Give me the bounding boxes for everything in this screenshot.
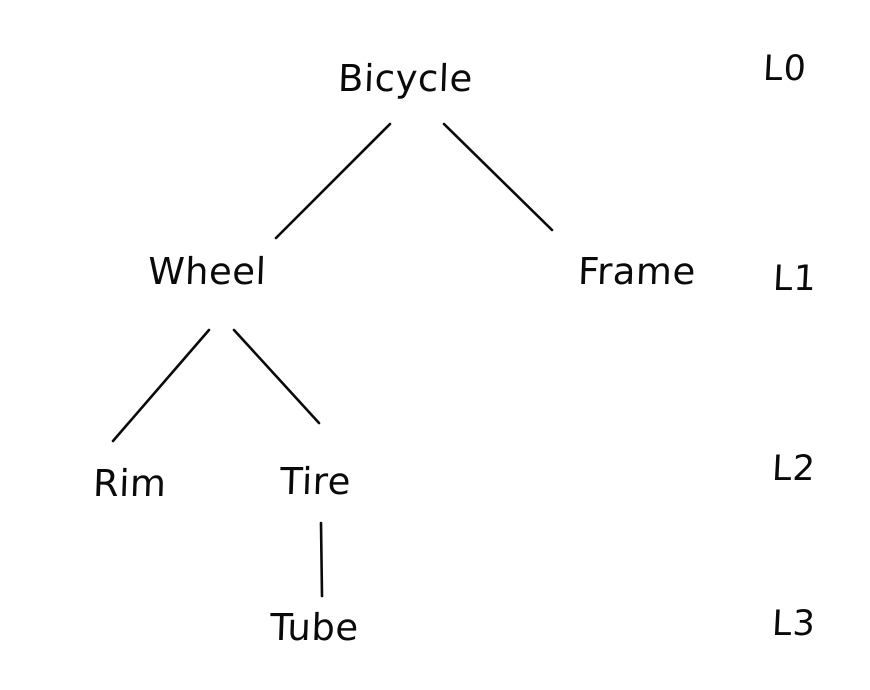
node-rim[interactable]: Rim (92, 462, 168, 505)
node-frame[interactable]: Frame (577, 250, 697, 293)
node-wheel[interactable]: Wheel (147, 250, 268, 293)
edge-bicycle-wheel (274, 122, 392, 240)
node-bicycle[interactable]: Bicycle (337, 57, 474, 100)
edge-wheel-rim (111, 328, 211, 443)
level-label-l0: L0 (761, 49, 808, 89)
level-label-l2: L2 (770, 449, 817, 489)
level-label-l3: L3 (770, 604, 817, 644)
edge-bicycle-frame (442, 122, 554, 232)
node-tire[interactable]: Tire (279, 460, 352, 503)
node-tube[interactable]: Tube (269, 606, 360, 649)
level-label-l1: L1 (771, 259, 818, 299)
edge-wheel-tire (232, 328, 321, 425)
edge-tire-tube (319, 521, 324, 598)
